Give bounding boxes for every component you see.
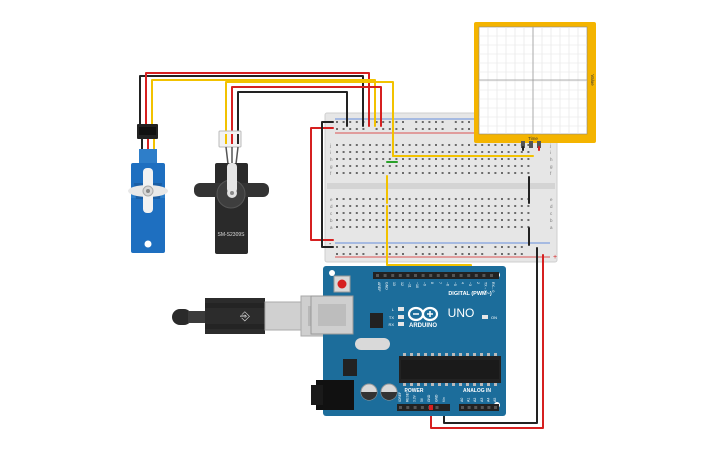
servo-black-label: SM-S2309S [218,232,246,238]
servo-blue[interactable] [128,124,168,253]
wire-blue-servo-black [139,75,364,128]
wire-arduino-5v-red [430,254,544,429]
digital-pin-label: ~5 [453,282,457,286]
serial-plotter[interactable]: Time Value [474,22,596,148]
digital-pin-label: 13 [392,282,396,286]
led-on [482,315,488,319]
power-pin-label: GND [427,394,431,402]
analog-pin-label: A4 [486,398,490,402]
led-l [398,307,404,311]
row-letter: b [330,218,333,223]
reset-icon [337,279,347,289]
arduino-brand: ARDUINO [409,323,437,329]
wire-rail-black-left [321,121,334,248]
power-pin-label: IOREF [398,392,402,402]
power-pin-label: Vin [442,397,446,402]
led-rx [398,322,404,326]
row-letter: i [550,150,551,155]
led-rx-label: RX [388,322,394,327]
arduino-logo-icon [407,306,439,322]
plotter-pins [521,141,541,148]
digital-pin-label: TX→1 [483,282,487,292]
wire-black-servo-black [237,91,348,135]
row-letter: c [330,211,333,216]
analog-pin-label: A1 [467,398,471,402]
power-pin-label: 3.3V [413,394,417,402]
plotter-x-label: Time [528,136,538,141]
pin-5v-connection [429,405,433,410]
row-letter: g [550,164,553,169]
digital-pin-label: ~9 [423,282,427,286]
digital-pin-label: GND [385,282,389,290]
analog-pin-label: A5 [493,398,497,402]
digital-pin-label: ~10 [415,282,419,288]
row-letter: f [330,171,332,176]
row-letter: e [330,197,333,202]
row-letter: c [550,211,553,216]
digital-pin-label: ~6 [445,282,449,286]
digital-header-label: DIGITAL (PWM~) [448,291,492,297]
row-letter: e [550,197,553,202]
row-letter: i [330,150,331,155]
power-pin-label: GND [435,394,439,402]
row-letter: j [549,143,551,148]
row-letter: h [550,157,553,162]
servo-black[interactable]: SM-S2309S [194,130,269,254]
digital-pin-label: RX←0 [491,282,495,292]
usb-icon: ⎆ [240,309,250,323]
wire-arduino-gnd-black [443,247,538,424]
digital-pin-label: 4 [461,282,465,284]
power-header-label: POWER [405,388,424,394]
led-tx-label: TX [389,315,394,320]
rail-minus-label: - [329,241,332,248]
wire-black-servo-yellow [225,81,394,157]
analog-pin-label: A0 [460,398,464,402]
analog-pin-label: A3 [480,398,484,402]
digital-pin-label: 7 [438,282,442,284]
crystal [355,338,390,350]
digital-pin-label: ~3 [468,282,472,286]
row-letter: a [330,225,333,230]
wires [139,72,544,429]
wire-blue-servo-red [145,72,370,128]
row-letter: f [550,171,552,176]
digital-pin-label: 8 [430,282,434,284]
power-pin-label: 5V [420,397,424,402]
led-tx [398,315,404,319]
led-on-label: ON [491,315,497,320]
row-letter: h [330,157,333,162]
analog-pin-label: A2 [473,398,477,402]
digital-pin-label: 12 [400,282,404,286]
digital-pin-label: ~11 [407,282,411,288]
pin-gnd-connection [442,405,446,410]
wire-blue-servo-yellow [151,79,376,128]
row-letter: j [329,143,331,148]
rail-plus-label-bottom: + [553,254,557,261]
row-letter: a [550,225,553,230]
arduino-model: UNO [448,306,475,320]
row-letter: g [330,164,333,169]
led-l-label: L [392,307,395,312]
usb-chip [370,313,383,328]
power-pin-label: RESET [405,391,409,402]
digital-pin-label: AREF [377,282,381,291]
digital-header [373,272,499,279]
plotter-y-label: Value [590,74,595,86]
wire-black-servo-red [231,86,382,135]
row-letter: d [330,204,333,209]
analog-header [459,404,499,411]
analog-header-label: ANALOG IN [463,388,491,394]
row-letter: d [550,204,553,209]
digital-pin-label: 2 [476,282,480,284]
row-letter: b [550,218,553,223]
